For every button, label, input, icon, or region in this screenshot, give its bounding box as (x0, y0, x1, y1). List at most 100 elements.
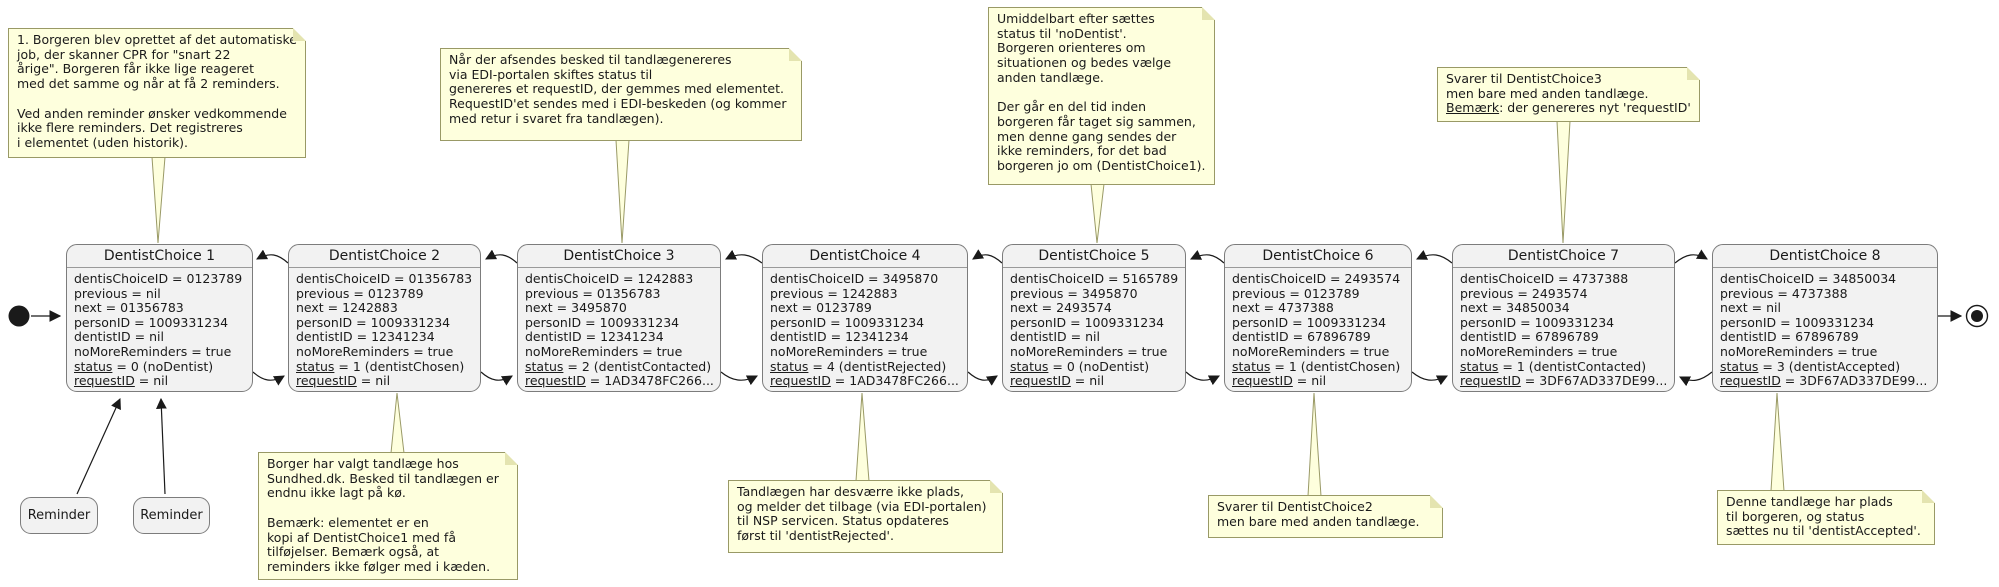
attr-row-status: status = 3 (dentistAccepted) (1720, 358, 1901, 374)
note-text-bemaerk-line: Bemærk: der genereres nyt 'requestID' (1446, 100, 1691, 116)
attr-row: previous = nil (74, 285, 161, 301)
attr-row: noMoreReminders = true (525, 343, 683, 359)
attr-row: previous = 1242883 (770, 285, 898, 301)
reminder-label: Reminder (27, 508, 91, 523)
attr-row: dentistID = 12341234 (296, 329, 435, 345)
note-connector-5 (390, 392, 405, 454)
attr-row-status: status = 1 (dentistChosen) (1232, 358, 1401, 374)
attr-row-requestid: requestID = nil (296, 373, 391, 389)
arrow-s7-to-s8 (1674, 249, 1708, 264)
attr-row: next = 2493574 (1010, 300, 1112, 316)
arrow-s3-to-s4 (720, 371, 758, 386)
arrow-s8-to-s7 (1679, 371, 1713, 387)
arrow-s7-to-s6 (1416, 249, 1453, 264)
state-attributes: dentisChoiceID = 34850034 previous = 473… (1713, 268, 1937, 389)
note-connector-1 (151, 156, 166, 244)
note-connector-2 (615, 139, 630, 244)
state-attributes: dentisChoiceID = 01356783 previous = 012… (289, 268, 480, 389)
reminder-arrows (76, 397, 167, 495)
state-title: DentistChoice 2 (289, 245, 480, 268)
note-fold-icon (1687, 67, 1700, 80)
state-attributes: dentisChoiceID = 4737388 previous = 2493… (1453, 268, 1674, 389)
attr-row: dentisChoiceID = 3495870 (770, 271, 939, 286)
attr-row: dentistID = 12341234 (770, 329, 909, 345)
attr-row: dentistID = nil (1010, 329, 1100, 345)
note-text: Borger har valgt tandlæge hos Sundhed.dk… (267, 456, 499, 574)
arrow-s3-to-s2 (485, 249, 518, 264)
attr-row: personID = 1009331234 (1460, 314, 1615, 330)
state-title: DentistChoice 5 (1003, 245, 1185, 268)
state-attributes: dentisChoiceID = 1242883 previous = 0135… (518, 268, 720, 389)
note-dentist-accepted: Denne tandlæge har plads til borgeren, o… (1717, 490, 1935, 545)
attr-row: previous = 4737388 (1720, 285, 1848, 301)
transition-arrows (252, 249, 1713, 387)
attr-row: next = 1242883 (296, 300, 398, 316)
state-dentistchoice-4: DentistChoice 4 dentisChoiceID = 3495870… (762, 244, 968, 392)
attr-row-status: status = 2 (dentistContacted) (525, 358, 712, 374)
arrow-s2-to-s3 (480, 371, 513, 386)
note-connector-3 (1090, 183, 1105, 244)
arrow-s4-to-s3 (725, 249, 763, 264)
arrow-reminder1-to-s1 (76, 398, 121, 495)
arrow-s4-to-s5 (967, 371, 998, 386)
attr-row: previous = 2493574 (1460, 285, 1588, 301)
state-title: DentistChoice 7 (1453, 245, 1674, 268)
state-attributes: dentisChoiceID = 3495870 previous = 1242… (763, 268, 967, 389)
attr-row: noMoreReminders = true (1720, 343, 1878, 359)
note-connector-7 (1307, 392, 1322, 497)
attr-row: previous = 0123789 (1232, 285, 1360, 301)
attr-row: personID = 1009331234 (296, 314, 451, 330)
arrow-s2-to-s1 (256, 249, 289, 264)
attr-row: personID = 1009331234 (1720, 314, 1875, 330)
state-dentistchoice-2: DentistChoice 2 dentisChoiceID = 0135678… (288, 244, 481, 392)
note-fold-icon (1922, 490, 1935, 503)
attr-row: dentistID = nil (74, 329, 164, 345)
state-title: DentistChoice 1 (67, 245, 252, 268)
state-title: DentistChoice 4 (763, 245, 967, 268)
note-fold-icon (505, 452, 518, 465)
state-dentistchoice-6: DentistChoice 6 dentisChoiceID = 2493574… (1224, 244, 1412, 392)
attr-row-status: status = 0 (noDentist) (1010, 358, 1150, 374)
attr-row: noMoreReminders = true (1010, 343, 1168, 359)
arrow-s1-to-s2 (252, 371, 285, 386)
attr-row-status: status = 4 (dentistRejected) (770, 358, 947, 374)
state-dentistchoice-3: DentistChoice 3 dentisChoiceID = 1242883… (517, 244, 721, 392)
attr-row: previous = 3495870 (1010, 285, 1138, 301)
note-text: Svarer til DentistChoice2 men bare med a… (1217, 499, 1420, 529)
attr-row: noMoreReminders = true (1460, 343, 1618, 359)
attr-row: next = 34850034 (1460, 300, 1570, 316)
attr-row: dentisChoiceID = 4737388 (1460, 271, 1629, 286)
attr-row: next = 4737388 (1232, 300, 1334, 316)
attr-row-requestid: requestID = 1AD3478FC266... (525, 373, 714, 389)
note-dentist-rejected: Tandlægen har desværre ikke plads, og me… (728, 480, 1003, 553)
attr-row-requestid: requestID = 3DF67AD337DE99... (1460, 373, 1668, 389)
attr-row: personID = 1009331234 (74, 314, 229, 330)
reminder-node-2: Reminder (133, 497, 210, 534)
attr-row: dentisChoiceID = 5165789 (1010, 271, 1179, 286)
attr-row: dentistID = 67896789 (1232, 329, 1371, 345)
state-title: DentistChoice 3 (518, 245, 720, 268)
note-fold-icon (789, 48, 802, 61)
note-creation-and-reminders: 1. Borgeren blev oprettet af det automat… (8, 28, 306, 158)
attr-row: personID = 1009331234 (525, 314, 680, 330)
note-text: 1. Borgeren blev oprettet af det automat… (17, 32, 297, 150)
attr-row: personID = 1009331234 (1232, 314, 1387, 330)
arrow-reminder2-to-s1 (156, 397, 167, 495)
attr-row-status: status = 1 (dentistContacted) (1460, 358, 1647, 374)
note-same-as-choice3: Svarer til DentistChoice3 men bare med a… (1437, 67, 1700, 122)
arrow-s6-to-s5 (1190, 249, 1225, 264)
final-state-dot-icon (1971, 310, 1983, 322)
note-edi-requestid: Når der afsendes besked til tandlægenere… (440, 48, 802, 141)
arrow-s5-to-s6 (1185, 371, 1220, 386)
state-title: DentistChoice 6 (1225, 245, 1411, 268)
attr-row: next = nil (1720, 300, 1781, 316)
note-fold-icon (1430, 495, 1443, 508)
state-dentistchoice-8: DentistChoice 8 dentisChoiceID = 3485003… (1712, 244, 1938, 392)
note-nodentist-status: Umiddelbart efter sættes status til 'noD… (988, 7, 1215, 185)
arrow-s6-to-s7 (1411, 371, 1448, 386)
initial-state-icon (8, 305, 30, 327)
attr-row-status: status = 0 (noDentist) (74, 358, 214, 374)
note-dentist-chosen: Borger har valgt tandlæge hos Sundhed.dk… (258, 452, 518, 580)
attr-row: dentisChoiceID = 0123789 (74, 271, 243, 286)
